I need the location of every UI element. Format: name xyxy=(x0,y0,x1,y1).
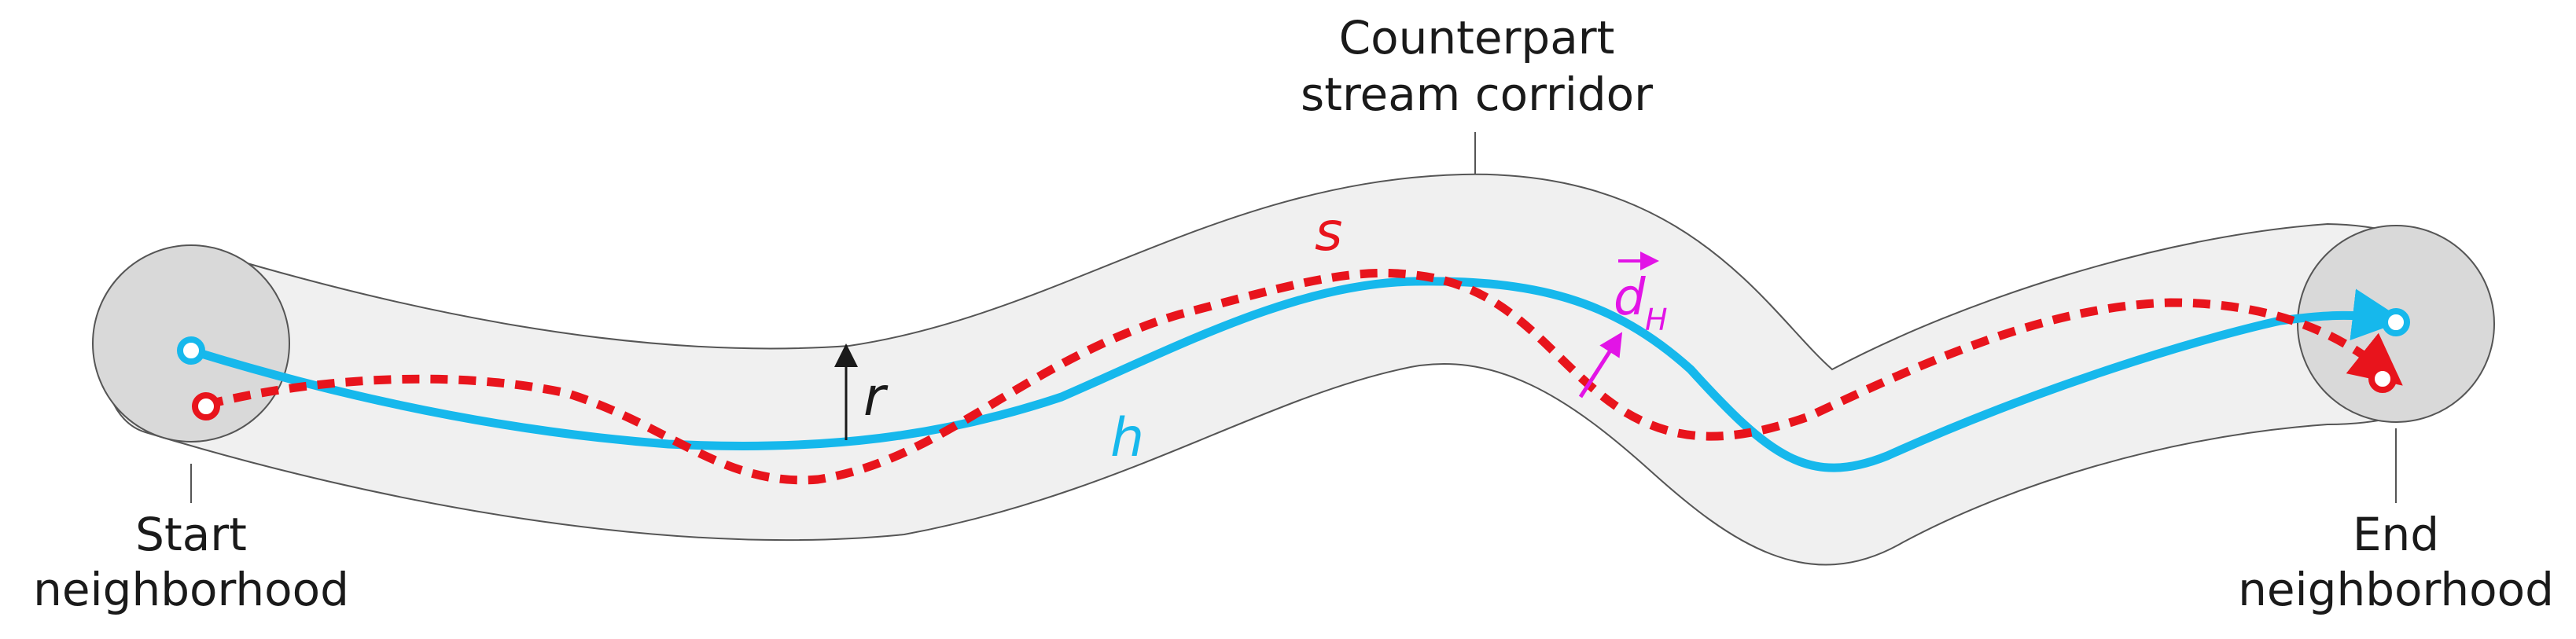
start-point-h xyxy=(177,336,205,365)
start-label-line2: neighborhood xyxy=(33,563,349,616)
stream-s-symbol: s xyxy=(1315,201,1342,263)
corridor-label-line2: stream corridor xyxy=(1301,68,1653,121)
distance-subscript: H xyxy=(1645,303,1668,337)
start-point-s xyxy=(192,392,220,420)
counterpart-stream-corridor xyxy=(103,173,2493,566)
end-label-line2: neighborhood xyxy=(2238,563,2554,616)
start-label-line1: Start xyxy=(135,508,247,561)
stream-s-path xyxy=(204,268,2403,485)
end-label-line1: End xyxy=(2353,508,2439,561)
end-point-h xyxy=(2382,308,2410,336)
radius-symbol: r xyxy=(863,366,889,428)
corridor-label-line1: Counterpart xyxy=(1339,11,1615,64)
end-point-s xyxy=(2368,365,2397,393)
distance-symbol: d xyxy=(1614,269,1646,327)
stream-h-symbol: h xyxy=(1110,407,1144,469)
distance-vector-arrow xyxy=(1578,332,1623,398)
